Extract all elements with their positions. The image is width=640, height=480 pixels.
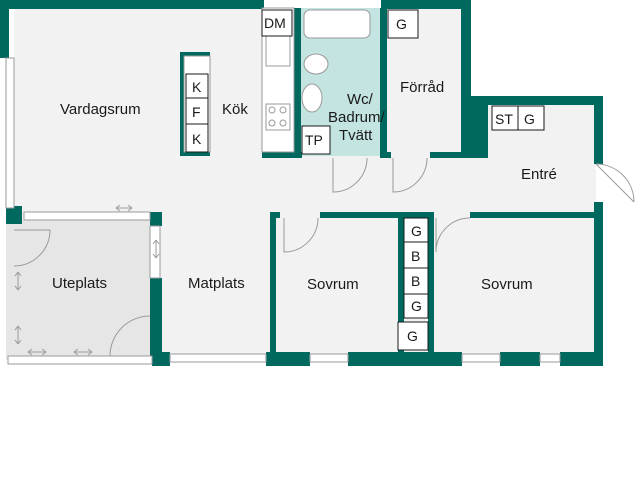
top-wall-right — [381, 0, 471, 9]
label-kitchen-k2: K — [192, 131, 202, 147]
arrow-left-1 — [14, 271, 22, 291]
bottom-wall-5 — [560, 352, 603, 366]
bottom-wall-3 — [348, 352, 462, 366]
windows — [5, 57, 561, 365]
label-wc-line1: Wc/ — [347, 91, 374, 108]
bedroom-top-wall-c — [470, 212, 594, 218]
label-kok: Kök — [222, 101, 248, 118]
label-closet-b2: B — [411, 273, 420, 289]
bath-left-wall — [294, 8, 301, 158]
label-sovrum-2: Sovrum — [481, 276, 533, 293]
door-forrad — [392, 157, 428, 193]
stove-burner-4 — [279, 119, 287, 127]
label-closet-g3: G — [407, 328, 418, 344]
toilet — [303, 53, 329, 75]
door-sovrum1 — [283, 217, 319, 253]
label-entre: Entré — [521, 166, 557, 183]
terrace-right-wall-top — [150, 212, 162, 226]
forrad-bottom-wall-2 — [430, 152, 488, 158]
bottom-wall-2 — [266, 352, 310, 366]
bottom-wall-4 — [500, 352, 540, 366]
kitchen-wall — [262, 152, 302, 158]
label-forrad-g: G — [396, 16, 407, 32]
label-tp: TP — [305, 132, 323, 148]
forrad-bottom-wall — [380, 152, 391, 158]
terrace-corner-wall — [6, 206, 22, 224]
bath-right-wall — [380, 8, 387, 158]
arrow-left-2 — [14, 325, 22, 345]
label-dm: DM — [264, 15, 286, 31]
door-bathroom — [332, 157, 368, 193]
label-wc-line2: Badrum/ — [328, 109, 386, 126]
label-closet-b1: B — [411, 248, 420, 264]
washbasin — [301, 83, 323, 113]
sink — [265, 35, 291, 67]
label-sovrum-1: Sovrum — [307, 276, 359, 293]
right-wall-forrad — [461, 0, 471, 104]
label-kitchen-f: F — [192, 104, 201, 120]
fixture-boxes — [185, 9, 545, 351]
arrow-bottom-2 — [73, 348, 93, 356]
label-uteplats: Uteplats — [52, 275, 107, 292]
top-wall-left — [6, 0, 264, 9]
terrace-floor — [6, 220, 154, 360]
doors — [13, 157, 635, 357]
door-entrance — [595, 163, 635, 203]
bathroom-fixtures — [301, 9, 371, 113]
right-wall-lower — [594, 202, 603, 366]
terrace-right-wall-bottom — [150, 278, 162, 364]
window-sovrum2-b — [539, 353, 561, 363]
walls — [0, 0, 603, 366]
label-closet-g1: G — [411, 223, 422, 239]
closet-right-wall — [428, 212, 434, 352]
bedroom-divider-wall — [398, 212, 404, 352]
window-sovrum1 — [309, 353, 349, 363]
window-terrace-bottom — [7, 355, 153, 365]
door-terrace-2 — [109, 315, 151, 357]
stove-burner-1 — [268, 106, 276, 114]
label-closet-g2: G — [411, 298, 422, 314]
arrow-right — [152, 239, 160, 259]
bedroom-top-wall-b — [320, 212, 432, 218]
left-wall-top — [0, 0, 9, 58]
door-sovrum2 — [435, 217, 471, 253]
arrow-top — [115, 204, 133, 212]
door-terrace-1 — [13, 229, 51, 267]
label-kitchen-k1: K — [192, 79, 202, 95]
label-entre-st: ST — [495, 111, 513, 127]
window-sovrum2-a — [461, 353, 501, 363]
bedroom1-left-wall — [270, 212, 276, 364]
arrow-bottom-1 — [27, 348, 47, 356]
label-forrad: Förråd — [400, 79, 444, 96]
stove-burner-3 — [268, 119, 276, 127]
window-matplats — [169, 353, 267, 363]
bathtub — [303, 9, 371, 39]
window-terrace-right — [149, 225, 161, 279]
label-entre-g: G — [524, 111, 535, 127]
label-matplats: Matplats — [188, 275, 245, 292]
stove-burner-2 — [279, 106, 287, 114]
label-wc-line3: Tvätt — [339, 127, 373, 144]
window-left — [5, 57, 15, 209]
entre-left-wall — [461, 96, 488, 158]
label-vardagsrum: Vardagsrum — [60, 101, 141, 118]
right-wall-entre — [594, 96, 603, 164]
window-terrace-top — [23, 211, 151, 221]
sliding-arrows — [14, 204, 160, 356]
entre-top-wall — [461, 96, 603, 105]
